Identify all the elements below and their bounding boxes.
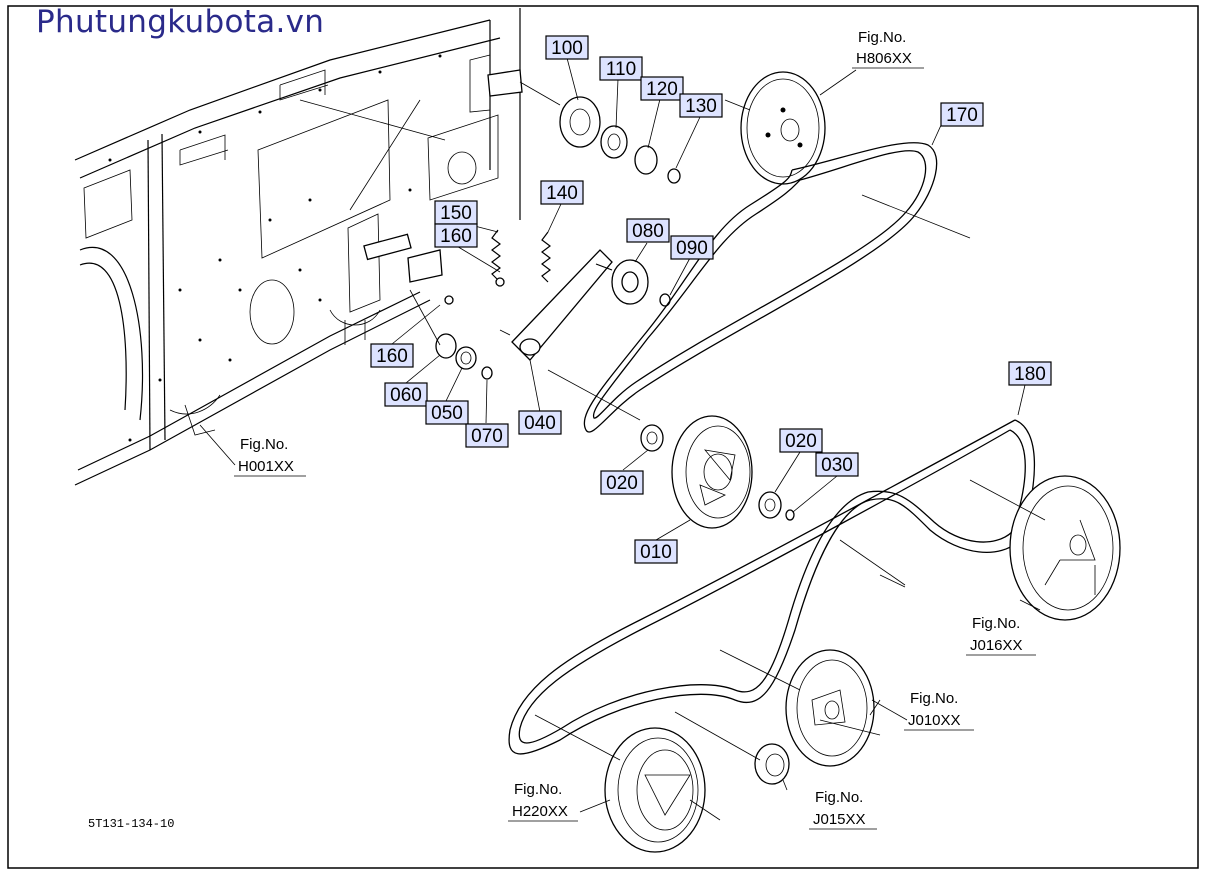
callout-180[interactable]: 180 <box>1008 361 1052 386</box>
figref-h806[interactable]: Fig.No. H806XX <box>852 29 924 69</box>
callout-090-text: 090 <box>676 238 708 259</box>
bearing-020a <box>640 424 664 452</box>
callout-170[interactable]: 170 <box>940 102 984 127</box>
callout-160-lower[interactable]: 160 <box>370 343 414 368</box>
callout-050[interactable]: 050 <box>425 400 469 425</box>
pulley-h220 <box>604 727 706 853</box>
callout-160-upper-text: 160 <box>440 226 472 247</box>
figref-h220-code: H220XX <box>512 803 568 820</box>
callout-090[interactable]: 090 <box>670 235 714 260</box>
machine-frame <box>74 8 521 486</box>
figref-h220-title: Fig.No. <box>514 781 562 798</box>
figref-h220[interactable]: Fig.No. H220XX <box>508 781 578 822</box>
pulley-j016 <box>1009 475 1121 621</box>
bearing-050 <box>455 346 477 370</box>
tension-assembly <box>363 229 671 380</box>
callout-020-right-text: 020 <box>785 431 817 452</box>
callout-140[interactable]: 140 <box>540 180 584 205</box>
callout-120-text: 120 <box>646 79 678 100</box>
callout-050-text: 050 <box>431 403 463 424</box>
figref-j016-title: Fig.No. <box>972 615 1020 632</box>
figref-j010-title: Fig.No. <box>910 690 958 707</box>
figref-j015[interactable]: Fig.No. J015XX <box>809 789 877 830</box>
drawing-frame <box>7 5 1199 869</box>
callout-070-text: 070 <box>471 426 503 447</box>
figref-j010-code: J010XX <box>908 712 961 729</box>
callout-040-text: 040 <box>524 413 556 434</box>
bearing-110 <box>600 125 628 159</box>
drawing-code: 5T131-134-10 <box>88 817 174 831</box>
callout-110[interactable]: 110 <box>599 56 643 81</box>
callout-130[interactable]: 130 <box>679 93 723 118</box>
figref-h001-title: Fig.No. <box>240 436 288 453</box>
callout-070[interactable]: 070 <box>465 423 509 448</box>
callout-010-text: 010 <box>640 542 672 563</box>
upper-pulley-stack <box>487 69 826 185</box>
callout-080[interactable]: 080 <box>626 218 670 243</box>
callout-030-text: 030 <box>821 455 853 476</box>
pulley-j010 <box>785 649 875 767</box>
callout-060[interactable]: 060 <box>384 382 428 407</box>
callout-020-right[interactable]: 020 <box>779 428 823 453</box>
callout-130-text: 130 <box>685 96 717 117</box>
figref-h806-title: Fig.No. <box>858 29 906 46</box>
callout-110-text: 110 <box>606 59 636 80</box>
callout-020-left-text: 020 <box>606 473 638 494</box>
figref-j015-code: J015XX <box>813 811 866 828</box>
callout-160-lower-text: 160 <box>376 346 408 367</box>
belt-180 <box>508 419 1036 755</box>
main-pulley-group <box>640 415 795 529</box>
rivet-pattern <box>108 54 442 442</box>
ring-030 <box>785 509 795 521</box>
ring-130 <box>667 168 681 184</box>
figref-h001[interactable]: Fig.No. H001XX <box>234 436 306 477</box>
callout-100-text: 100 <box>551 38 583 59</box>
callout-160-upper[interactable]: 160 <box>434 223 478 248</box>
callout-140-text: 140 <box>546 183 578 204</box>
figref-h806-code: H806XX <box>856 50 912 67</box>
bearing-020b <box>758 491 782 519</box>
callout-040[interactable]: 040 <box>518 410 562 435</box>
watermark-text: Phutungkubota.vn <box>36 4 325 40</box>
callout-150[interactable]: 150 <box>434 200 478 225</box>
pulley-010 <box>671 415 753 529</box>
callout-030[interactable]: 030 <box>815 452 859 477</box>
ring-060 <box>435 333 457 359</box>
callout-100[interactable]: 100 <box>545 35 589 60</box>
callout-010[interactable]: 010 <box>634 539 678 564</box>
figref-j016-code: J016XX <box>970 637 1023 654</box>
callout-180-text: 180 <box>1014 364 1046 385</box>
bearing-100 <box>559 96 601 148</box>
callout-170-text: 170 <box>946 105 978 126</box>
ring-120 <box>634 145 658 175</box>
callout-150-text: 150 <box>440 203 472 224</box>
bolt-070 <box>481 366 493 380</box>
callout-120[interactable]: 120 <box>640 76 684 101</box>
callout-080-text: 080 <box>632 221 664 242</box>
figref-h001-code: H001XX <box>238 458 294 475</box>
pulley-h806 <box>740 71 826 185</box>
pulley-j015 <box>754 743 790 785</box>
callout-060-text: 060 <box>390 385 422 406</box>
figref-j015-title: Fig.No. <box>815 789 863 806</box>
figref-j016[interactable]: Fig.No. J016XX <box>966 615 1036 656</box>
callout-020-left[interactable]: 020 <box>600 470 644 495</box>
figref-j010[interactable]: Fig.No. J010XX <box>904 690 974 731</box>
